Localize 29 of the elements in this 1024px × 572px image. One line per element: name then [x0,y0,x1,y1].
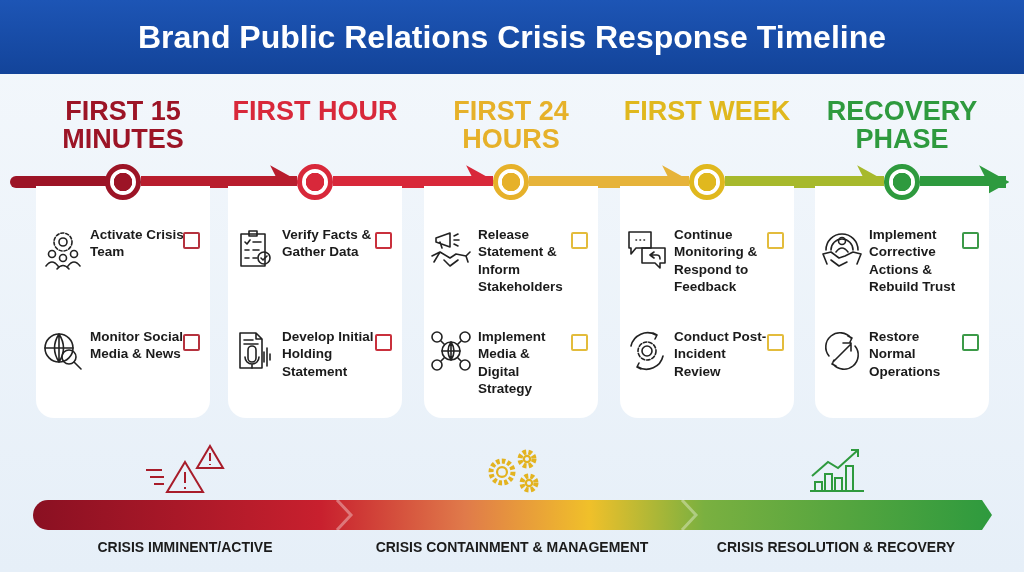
task-text: Conduct Post-Incident Review [674,328,768,380]
stage-label: CRISIS CONTAINMENT & MANAGEMENT [375,539,649,555]
phase-heading: FIRST HOUR [231,98,399,126]
task-text: Verify Facts & Gather Data [282,226,373,261]
phase-heading: FIRST 24 HOURS [452,98,570,154]
task-text: Activate Crisis Team [90,226,185,261]
task-text: Implement Media & Digital Strategy [478,328,547,398]
timeline-marker [493,164,529,200]
task-text: Restore Normal Operations [869,328,942,380]
phase-heading: FIRST 15 MINUTES [61,98,185,154]
phase-card [424,98,598,418]
stage-label: CRISIS IMMINENT/ACTIVE [97,539,273,555]
title-banner: Brand Public Relations Crisis Response Timeline [0,0,1024,74]
task-text: Monitor Social Media & News [90,328,184,363]
timeline-marker [297,164,333,200]
phase-card [228,98,402,418]
phase-card [36,98,210,418]
phase-card [815,98,989,418]
timeline-marker [105,164,141,200]
task-text: Release Statement & Inform Stakeholders [478,226,564,296]
phase-heading: FIRST WEEK [622,98,792,126]
task-text: Implement Corrective Actions & Rebuild Trust [869,226,957,296]
phase-card [620,98,794,418]
timeline-marker [884,164,920,200]
task-text: Continue Monitoring & Respond to Feedback [674,226,759,296]
task-text: Develop Initial Holding Statement [282,328,375,380]
stage-label: CRISIS RESOLUTION & RECOVERY [716,539,956,555]
timeline-marker [689,164,725,200]
phase-heading: RECOVERY PHASE [825,98,979,154]
